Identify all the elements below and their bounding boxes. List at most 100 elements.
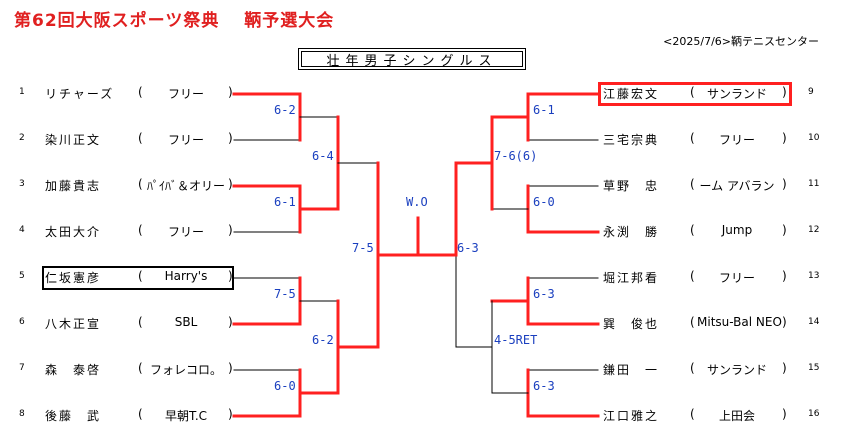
paren-close: ) [782,269,787,283]
player-name: 森 泰啓 [45,363,102,377]
player-club: Mitsu-Bal NEO [697,315,782,329]
player-club: 早朝T.C [164,409,208,423]
seed-number: 2 [19,133,25,143]
match-score: 6-3 [457,241,479,255]
player-club: 上田会 [718,409,755,423]
paren-close: ) [782,85,787,99]
seed-number: 4 [19,225,25,235]
player-name: 鎌田 一 [603,363,660,377]
player-club: Jump [721,223,753,237]
player-name: 加藤貴志 [45,179,102,193]
player-club: フリー [167,133,204,147]
paren-open: ( [690,223,695,237]
match-score: 6-1 [274,195,296,209]
player-name: 染川正文 [45,133,102,147]
paren-close: ) [228,131,233,145]
player-club: フリー [718,133,755,147]
paren-close: ) [782,407,787,421]
paren-open: ( [690,131,695,145]
match-score: 6-1 [533,103,555,117]
player-name: 江藤宏文 [603,87,660,101]
seed-number: 15 [808,363,820,373]
match-score: 4-5RET [494,333,538,347]
match-score: 6-0 [274,379,296,393]
player-club: フォレコロ。 [149,363,222,377]
seed-number: 8 [19,409,25,419]
paren-open: ( [138,85,143,99]
seed-number: 5 [19,271,25,281]
player-5-highlight [42,266,234,290]
match-score: 7-5 [352,241,374,255]
match-score: 7-5 [274,287,296,301]
player-name: 後藤 武 [45,409,102,423]
paren-open: ( [138,315,143,329]
seed-number: 12 [808,225,820,235]
player-club: サンランド [706,87,767,101]
paren-open: ( [690,177,695,191]
player-club: ーム アバラン [699,179,775,193]
paren-close: ) [782,315,787,329]
paren-open: ( [138,131,143,145]
paren-close: ) [782,223,787,237]
match-score: W.O [406,195,428,209]
event-title: 壮年男子シングルス [301,51,523,69]
player-club: フリー [718,271,755,285]
seed-number: 9 [808,87,814,97]
player-name: 江口雅之 [603,409,660,423]
page-title: 第62回大阪スポーツ祭典 鞆予選大会 [14,11,335,31]
seed-number: 13 [808,271,820,281]
paren-open: ( [690,269,695,283]
paren-close: ) [228,361,233,375]
paren-close: ) [782,361,787,375]
paren-close: ) [228,407,233,421]
paren-close: ) [228,315,233,329]
paren-open: ( [138,361,143,375]
player-name: 八木正宣 [45,317,102,331]
paren-open: ( [690,85,695,99]
paren-open: ( [690,315,695,329]
match-score: 6-0 [533,195,555,209]
match-score: 6-2 [312,333,334,347]
player-name: 仁坂憲彦 [45,271,102,285]
seed-number: 6 [19,317,25,327]
match-score: 6-4 [312,149,334,163]
paren-close: ) [228,269,233,283]
player-club: ﾊﾟｲﾊﾞ＆オリー [146,179,225,193]
player-club: Harry's [164,269,208,283]
seed-number: 1 [19,87,25,97]
seed-number: 14 [808,317,820,327]
player-name: 草野 忠 [603,179,660,193]
paren-open: ( [138,269,143,283]
player-club: フリー [167,225,204,239]
player-name: 巽 俊也 [603,317,660,331]
player-9-highlight [598,82,792,106]
match-score: 7-6(6) [494,149,538,163]
match-score: 6-2 [274,103,296,117]
paren-open: ( [138,223,143,237]
paren-close: ) [228,85,233,99]
seed-number: 3 [19,179,25,189]
seed-number: 16 [808,409,820,419]
paren-close: ) [782,177,787,191]
paren-close: ) [228,177,233,191]
player-name: リチャーズ [45,87,115,101]
paren-open: ( [690,407,695,421]
player-name: 永渕 勝 [603,225,660,239]
paren-close: ) [782,131,787,145]
paren-open: ( [138,177,143,191]
seed-number: 7 [19,363,25,373]
player-club: サンランド [706,363,767,377]
paren-open: ( [690,361,695,375]
paren-open: ( [138,407,143,421]
venue-date: <2025/7/6>鞆テニスセンター [663,35,819,48]
seed-number: 10 [808,133,820,143]
match-score: 6-3 [533,287,555,301]
player-club: フリー [167,87,204,101]
player-name: 太田大介 [45,225,102,239]
player-club: SBL [174,315,198,329]
paren-close: ) [228,223,233,237]
player-name: 三宅宗典 [603,133,660,147]
event-title-box: 壮年男子シングルス [298,48,526,70]
seed-number: 11 [808,179,820,189]
